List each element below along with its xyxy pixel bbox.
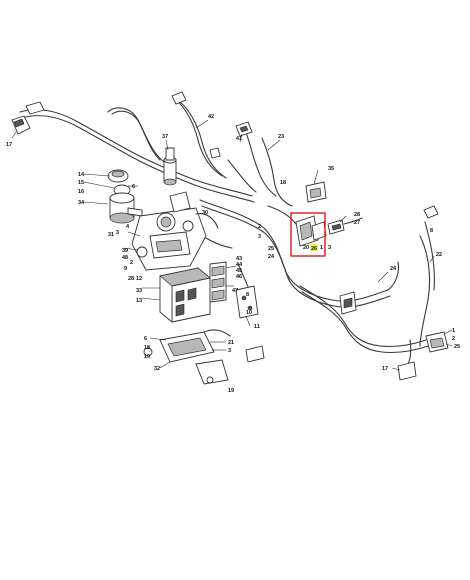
callout-24-right: 24 <box>390 266 397 272</box>
callout-8-right: 8 <box>430 228 433 234</box>
callout-6-upper: 6 <box>132 184 135 190</box>
callout-16: 16 <box>78 189 84 195</box>
callout-19-bottom: 19 <box>228 388 234 394</box>
callout-45: 45 <box>236 268 242 274</box>
callout-35: 35 <box>328 166 334 172</box>
callout-26: 26 <box>311 246 317 252</box>
callout-13: 13 <box>136 298 142 304</box>
sensor-37 <box>163 147 177 186</box>
callout-27: 27 <box>354 220 360 226</box>
callout-12: 12 <box>136 276 142 282</box>
callout-25-right: 25 <box>454 344 460 350</box>
callout-10: 10 <box>246 310 252 316</box>
callout-1-box: 1 <box>320 245 323 251</box>
connector-42 <box>171 91 221 159</box>
callout-3-lower: 3 <box>228 348 231 354</box>
callout-31: 31 <box>108 232 114 238</box>
highlighted-module <box>267 205 327 247</box>
callout-47: 47 <box>232 288 238 294</box>
callout-21: 21 <box>228 340 234 346</box>
callout-44: 44 <box>236 262 243 268</box>
callout-24-left: 24 <box>268 254 275 260</box>
callout-3-box: 3 <box>328 245 331 251</box>
terminal-block-11 <box>235 285 259 319</box>
callout-2-left: 2 <box>130 260 133 266</box>
callout-33: 33 <box>136 288 142 294</box>
callout-18-upper: 18 <box>280 180 286 186</box>
relay-35 <box>305 181 327 203</box>
callout-15: 15 <box>78 180 84 186</box>
callout-17-bottom: 17 <box>382 366 388 372</box>
control-module-32 <box>159 329 231 385</box>
callout-37: 37 <box>162 134 168 140</box>
callout-18-lower: 18 <box>144 345 150 351</box>
callout-34: 34 <box>78 200 85 206</box>
grommet-14-15 <box>107 169 131 196</box>
main-harness <box>19 99 435 373</box>
callout-28-right: 28 <box>354 212 360 218</box>
callout-9: 9 <box>124 266 127 272</box>
connector-41 <box>235 121 253 137</box>
callout-11: 11 <box>254 324 260 330</box>
fuse-block-33 <box>159 267 211 323</box>
callout-48: 48 <box>122 255 128 261</box>
highlight-box <box>290 212 326 257</box>
callout-20: 20 <box>303 245 309 251</box>
relay-stack-43-46 <box>209 261 227 303</box>
callout-6-lower: 6 <box>144 336 147 342</box>
solenoid-34 <box>109 192 143 224</box>
callout-30: 30 <box>202 210 208 216</box>
callout-14: 14 <box>78 172 85 178</box>
callout-39: 39 <box>122 248 128 254</box>
callout-3-left: 3 <box>116 230 119 236</box>
callout-4: 4 <box>126 224 130 230</box>
callout-28: 28 <box>128 276 134 282</box>
connector-24 <box>339 291 357 315</box>
callout-25-mid: 25 <box>268 246 274 252</box>
callout-22: 22 <box>436 252 442 258</box>
leader-lines <box>11 119 453 371</box>
callout-41: 41 <box>236 136 242 142</box>
highlight-marker <box>310 244 318 251</box>
callout-1-right: 1 <box>452 328 455 334</box>
callout-32: 32 <box>154 366 160 372</box>
connector-17-top-left <box>11 101 45 135</box>
callout-labels: 17 14 15 16 34 6 37 42 41 23 18 35 30 4 … <box>6 114 460 394</box>
callout-8-mid: 8 <box>246 292 249 298</box>
engine-assembly-31 <box>131 191 219 271</box>
callout-19-lower: 19 <box>144 354 150 360</box>
callout-46: 46 <box>236 274 242 280</box>
sensor-1-2-25 <box>397 205 449 381</box>
callout-23-upper: 23 <box>278 134 284 140</box>
callout-2-mid: 2 <box>258 224 261 230</box>
connector-27-28 <box>327 217 363 235</box>
callout-3-mid: 3 <box>258 234 261 240</box>
callout-2-right: 2 <box>452 336 455 342</box>
callout-17-top: 17 <box>6 142 12 148</box>
callout-42: 42 <box>208 114 214 120</box>
callout-43: 43 <box>236 256 242 262</box>
harness-clip-18-19 <box>143 345 265 363</box>
